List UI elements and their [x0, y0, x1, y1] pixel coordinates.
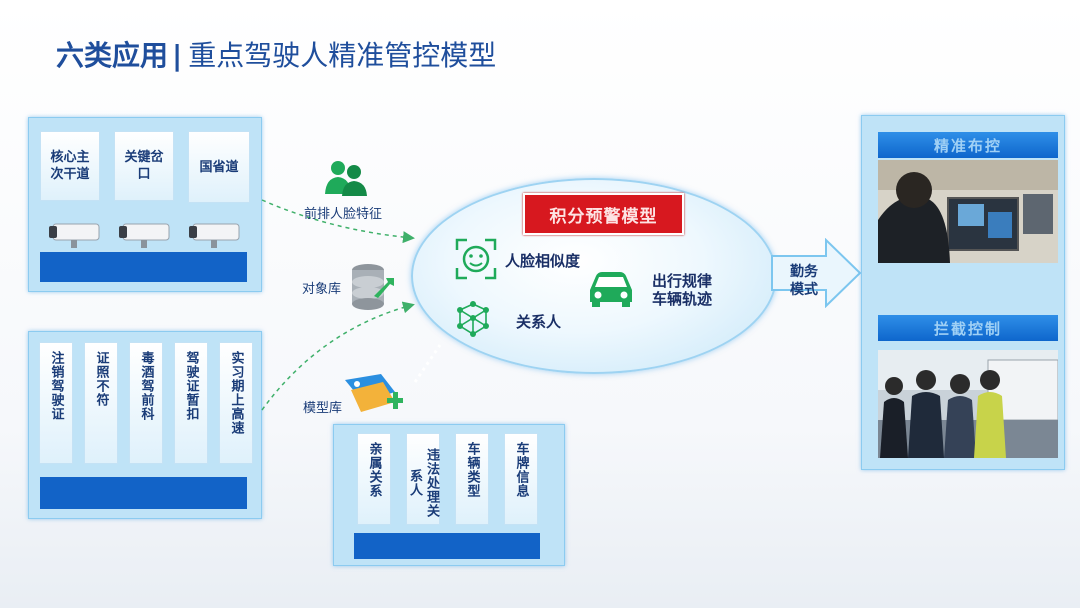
- model-db-label: 模型库: [303, 401, 343, 416]
- road-item: 国省道: [188, 131, 250, 203]
- relation-item: 亲属关系: [357, 433, 391, 525]
- title-main: 六类应用: [56, 39, 169, 72]
- driver-risk-panel: 注销驾驶证 证照不符 毒酒驾前科 驾驶证暂扣 实习期上高速: [28, 331, 262, 519]
- camera-icon: [189, 223, 240, 248]
- panel-bar: [354, 533, 540, 559]
- object-db-label: 对象库: [302, 282, 342, 297]
- risk-item: 证照不符: [84, 342, 118, 464]
- service-mode-arrow: [771, 238, 862, 308]
- road-item: 核心主次干道: [40, 131, 100, 201]
- road-location-panel: 核心主次干道 关键岔口 国省道: [28, 117, 262, 292]
- service-mode-label: 勤务模式: [790, 264, 818, 298]
- network-icon: [457, 301, 489, 337]
- car-icon: [590, 272, 632, 307]
- model-tag-icon: [345, 374, 403, 412]
- travel-pattern-label: 出行规律 车辆轨迹: [652, 272, 712, 308]
- relation-label: 关系人: [516, 313, 562, 331]
- people-icon: [325, 161, 367, 196]
- title-separator: |: [172, 39, 183, 72]
- database-icon: [352, 264, 394, 310]
- risk-item: 注销驾驶证: [39, 342, 73, 464]
- relation-item: 违法处理关系人: [406, 433, 440, 525]
- page-title: 六类应用|重点驾驶人精准管控模型: [56, 34, 496, 74]
- interception-header: 拦截控制: [878, 315, 1058, 341]
- panel-bar: [40, 252, 247, 282]
- risk-item: 实习期上高速: [219, 342, 253, 464]
- monitoring-photo: [878, 160, 1058, 263]
- camera-icon: [119, 223, 170, 248]
- camera-row: [49, 223, 240, 248]
- travel-pattern-line2: 车辆轨迹: [652, 290, 713, 308]
- risk-item: 驾驶证暂扣: [174, 342, 208, 464]
- connector-center: [413, 344, 442, 383]
- title-sub: 重点驾驶人精准管控模型: [188, 39, 497, 72]
- face-similarity-label: 人脸相似度: [505, 252, 581, 270]
- interception-photo: [878, 350, 1058, 458]
- panel-bar: [40, 477, 247, 509]
- travel-pattern-line1: 出行规律: [652, 272, 713, 290]
- risk-item: 毒酒驾前科: [129, 342, 163, 464]
- relation-item: 车辆类型: [455, 433, 489, 525]
- camera-icon: [49, 223, 100, 248]
- connector-top: [261, 199, 415, 244]
- relation-item: 车牌信息: [504, 433, 538, 525]
- road-item: 关键岔口: [114, 131, 174, 201]
- model-title: 积分预警模型: [523, 193, 684, 235]
- relation-data-panel: 亲属关系 违法处理关系人 车辆类型 车牌信息: [333, 424, 565, 566]
- face-recognition-icon: [455, 238, 497, 280]
- precise-control-header: 精准布控: [878, 132, 1058, 158]
- control-panel: 精准布控 拦截控制: [861, 115, 1065, 470]
- face-feature-label: 前排人脸特征: [304, 207, 383, 222]
